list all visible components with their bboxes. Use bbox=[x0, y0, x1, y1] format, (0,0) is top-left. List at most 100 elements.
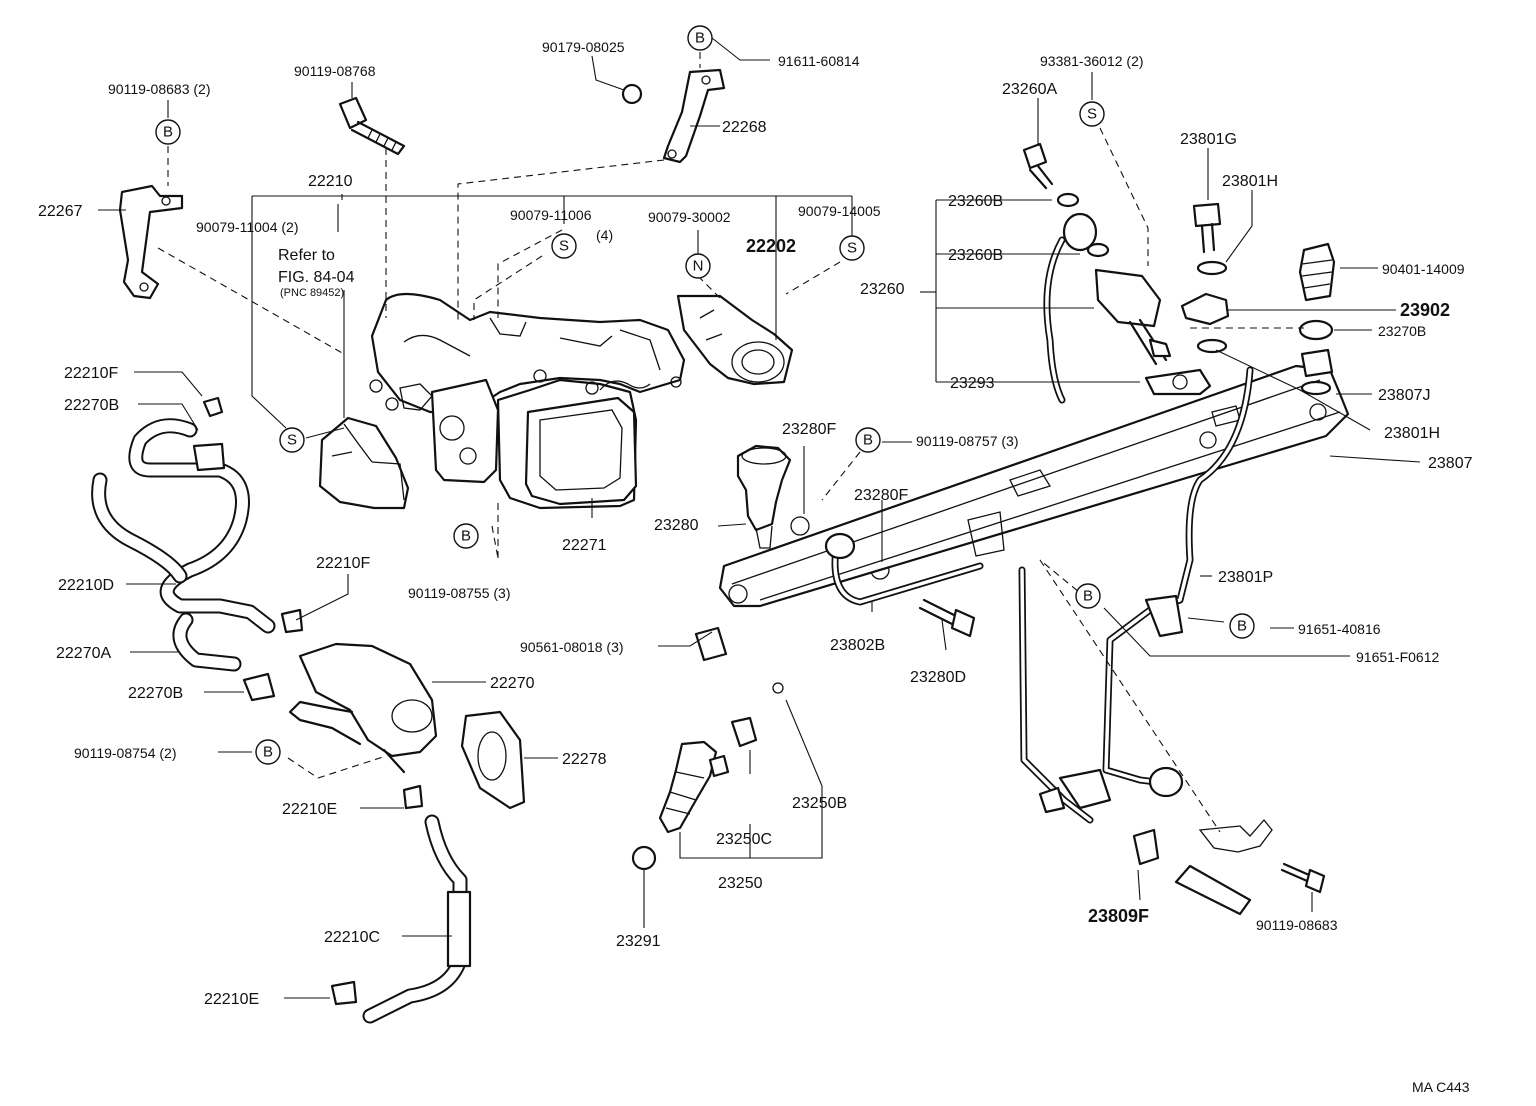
label-90119-08757-3: 90119-08757 (3) bbox=[916, 433, 1018, 449]
label-23291: 23291 bbox=[616, 933, 661, 950]
label-23250b: 23250B bbox=[792, 795, 847, 812]
label-23801h-top: 23801H bbox=[1222, 173, 1278, 190]
bracket-22268-drawing bbox=[662, 68, 726, 164]
label-91611-60814: 91611-60814 bbox=[778, 53, 860, 69]
label-90079-11004-2: 90079-11004 (2) bbox=[196, 219, 298, 235]
part-drawings bbox=[91, 68, 1350, 1024]
label-22270a: 22270A bbox=[56, 645, 111, 662]
label-90561-08018-3: 90561-08018 (3) bbox=[520, 639, 624, 655]
symbol-b-6: B bbox=[1229, 613, 1255, 639]
label-23801g: 23801G bbox=[1180, 131, 1237, 148]
label-23260b-2: 23260B bbox=[948, 247, 1003, 264]
label-90079-30002: 90079-30002 bbox=[648, 209, 731, 225]
symbol-b-2: B bbox=[687, 25, 713, 51]
bracket-hole bbox=[667, 149, 677, 159]
label-23260: 23260 bbox=[860, 281, 905, 298]
cold-start-injector-23260-drawing bbox=[1022, 142, 1230, 404]
bracket-hole bbox=[701, 75, 711, 85]
label-90401-14009: 90401-14009 bbox=[1382, 261, 1465, 277]
bolt-90119-08683-drawing bbox=[1280, 862, 1326, 894]
label-23801h-bottom: 23801H bbox=[1384, 425, 1440, 442]
label-90119-08768: 90119-08768 bbox=[294, 63, 376, 79]
symbol-s-2: S bbox=[551, 233, 577, 259]
label-22268: 22268 bbox=[722, 119, 767, 136]
bracket-22267-drawing bbox=[118, 184, 184, 300]
label-22210c: 22210C bbox=[324, 929, 380, 946]
bolt-23280d-drawing bbox=[918, 598, 976, 638]
fuel-injector-23250-drawing bbox=[631, 682, 784, 871]
symbol-s-3: S bbox=[839, 235, 865, 261]
refer-note-line1: Refer to bbox=[278, 247, 335, 264]
leader-lines bbox=[98, 37, 1421, 999]
svg-text:S: S bbox=[847, 240, 857, 257]
svg-text:S: S bbox=[559, 238, 569, 255]
label-23293: 23293 bbox=[950, 375, 995, 392]
union-90401-14009-drawing bbox=[1298, 242, 1336, 396]
label-90079-14005: 90079-14005 bbox=[798, 203, 881, 219]
label-22270: 22270 bbox=[490, 675, 535, 692]
label-22210e-2: 22210E bbox=[204, 991, 259, 1008]
diagram-code: MA C443 bbox=[1412, 1079, 1470, 1095]
pressure-regulator-23280-drawing bbox=[736, 444, 890, 580]
svg-text:B: B bbox=[863, 432, 873, 449]
svg-text:B: B bbox=[1083, 588, 1093, 605]
label-90119-08683-2: 90119-08683 (2) bbox=[108, 81, 210, 97]
symbol-b-3: B bbox=[855, 427, 881, 453]
svg-text:B: B bbox=[163, 124, 173, 141]
reference-symbols: B B S S N S S B B B B B bbox=[155, 25, 1255, 765]
throttle-position-sensor-drawing bbox=[318, 416, 410, 510]
label-23807j: 23807J bbox=[1378, 387, 1431, 404]
label-23260a: 23260A bbox=[1002, 81, 1057, 98]
refer-note-line2: FIG. 84-04 bbox=[278, 269, 355, 286]
gasket-22278-drawing bbox=[460, 710, 526, 810]
gasket-22271-drawing bbox=[524, 396, 638, 506]
bolt-90561-08018-drawing bbox=[694, 626, 728, 662]
label-90179-08025: 90179-08025 bbox=[542, 39, 625, 55]
label-22210d: 22210D bbox=[58, 577, 114, 594]
symbol-b-7: B bbox=[255, 739, 281, 765]
hose-23809f-drawing bbox=[1174, 818, 1273, 916]
label-91651-f0612: 91651-F0612 bbox=[1356, 649, 1440, 665]
label-23280d: 23280D bbox=[910, 669, 966, 686]
label-23280f-2: 23280F bbox=[854, 487, 908, 504]
label-23902: 23902 bbox=[1400, 300, 1450, 320]
bracket-hole bbox=[161, 196, 171, 206]
label-22210e-1: 22210E bbox=[282, 801, 337, 818]
label-22210f-1: 22210F bbox=[64, 365, 118, 382]
label-23801p: 23801P bbox=[1218, 569, 1273, 586]
svg-text:B: B bbox=[695, 30, 705, 47]
svg-text:B: B bbox=[461, 528, 471, 545]
symbol-b-4: B bbox=[453, 523, 479, 549]
svg-text:B: B bbox=[263, 744, 273, 761]
label-90079-11006-qty: (4) bbox=[596, 227, 613, 243]
symbol-s-1: S bbox=[1079, 101, 1105, 127]
label-93381-36012-2: 93381-36012 (2) bbox=[1040, 53, 1144, 69]
valve-22202-drawing bbox=[676, 294, 794, 386]
label-90119-08683: 90119-08683 bbox=[1256, 917, 1338, 933]
label-90119-08754-2: 90119-08754 (2) bbox=[74, 745, 176, 761]
bracket-hole bbox=[139, 282, 149, 292]
label-90079-11006: 90079-11006 bbox=[510, 207, 592, 223]
symbol-b-5: B bbox=[1075, 583, 1101, 609]
fuel-pipe-23801p-drawing bbox=[1018, 366, 1254, 824]
union-bolt-23801g-drawing bbox=[1192, 202, 1228, 354]
label-23802b: 23802B bbox=[830, 637, 885, 654]
label-22202: 22202 bbox=[746, 236, 796, 256]
label-22271: 22271 bbox=[562, 537, 607, 554]
part-labels: 90119-08683 (2) 90119-08768 90179-08025 … bbox=[38, 39, 1473, 1095]
bolt-90119-08768-drawing bbox=[338, 96, 406, 156]
label-90119-08755-3: 90119-08755 (3) bbox=[408, 585, 510, 601]
label-23260b-1: 23260B bbox=[948, 193, 1003, 210]
label-91651-40816: 91651-40816 bbox=[1298, 621, 1381, 637]
svg-text:S: S bbox=[1087, 106, 1097, 123]
label-22278: 22278 bbox=[562, 751, 607, 768]
label-22270b-2: 22270B bbox=[128, 685, 183, 702]
hose-22210c-drawing bbox=[362, 814, 472, 1024]
label-22267: 22267 bbox=[38, 203, 83, 220]
label-23270b: 23270B bbox=[1378, 323, 1426, 339]
idle-air-valve-22270-drawing bbox=[288, 642, 438, 774]
label-22210f-2: 22210F bbox=[316, 555, 370, 572]
refer-note-line3: (PNC 89452) bbox=[280, 287, 344, 299]
svg-text:S: S bbox=[287, 432, 297, 449]
